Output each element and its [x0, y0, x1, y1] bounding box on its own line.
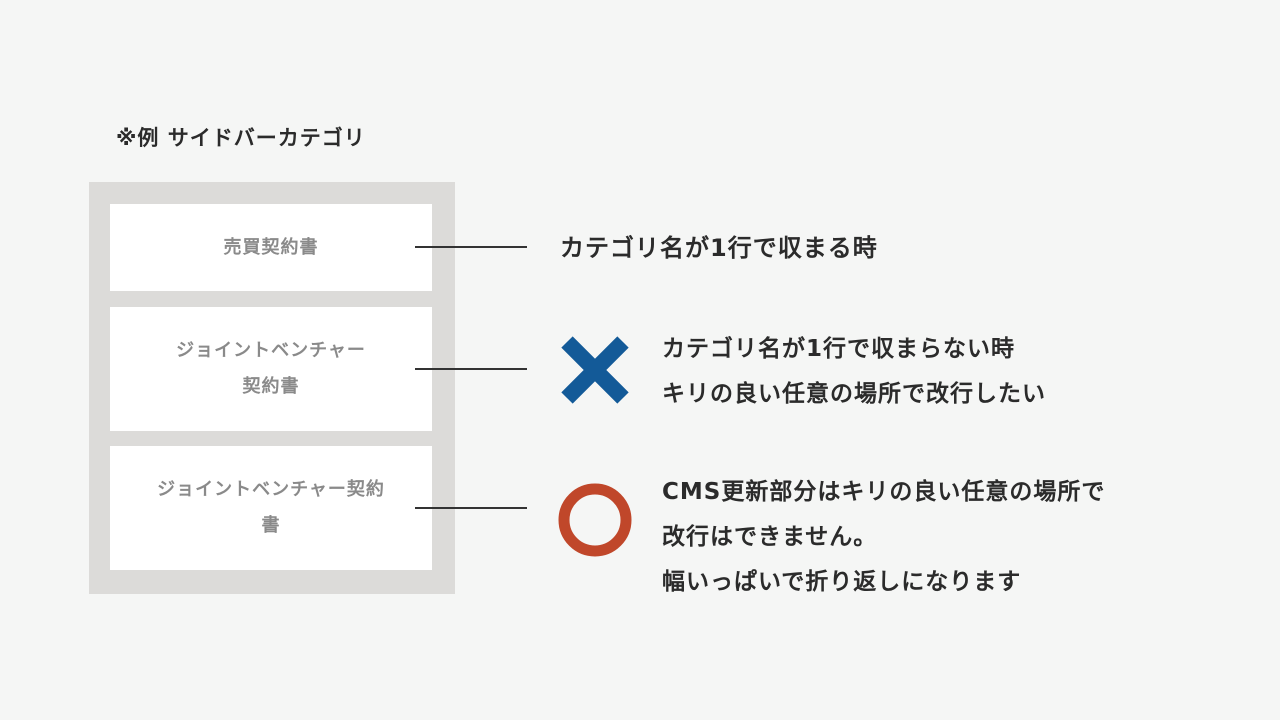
cross-icon-stroke [561, 336, 629, 404]
sidebar-category-panel: 売買契約書 ジョイントベンチャー 契約書 ジョイントベンチャー契約 書 [89, 182, 455, 594]
annotation-text: CMS更新部分はキリの良い任意の場所で [662, 479, 1106, 505]
annotation-not-fit: カテゴリ名が1行で収まらない時 キリの良い任意の場所で改行したい [662, 327, 1046, 417]
connector-line [415, 507, 527, 509]
circle-icon-ring [558, 483, 632, 557]
connector-line [415, 246, 527, 248]
category-label-line: 契約書 [242, 376, 300, 397]
cross-icon [561, 336, 629, 404]
sidebar-category-item[interactable]: ジョイントベンチャー 契約書 [110, 307, 432, 431]
example-caption: ※例 サイドバーカテゴリ [116, 126, 366, 150]
annotation-text: 改行はできません。 [662, 524, 878, 550]
category-label-line: 書 [261, 515, 281, 536]
annotation-cms-note: CMS更新部分はキリの良い任意の場所で 改行はできません。 幅いっぱいで折り返し… [662, 470, 1105, 605]
category-label-line: ジョイントベンチャー [176, 340, 366, 361]
category-label-line: 売買契約書 [223, 236, 319, 258]
category-label-line: ジョイントベンチャー契約 [157, 479, 385, 500]
sidebar-category-item[interactable]: ジョイントベンチャー契約 書 [110, 446, 432, 570]
circle-icon [558, 483, 632, 557]
annotation-text: キリの良い任意の場所で改行したい [662, 381, 1046, 407]
annotation-text: 幅いっぱいで折り返しになります [662, 569, 1022, 595]
connector-line [415, 368, 527, 370]
annotation-text: カテゴリ名が1行で収まらない時 [662, 336, 1016, 362]
annotation-fits-one-line: カテゴリ名が1行で収まる時 [560, 228, 878, 268]
sidebar-category-item[interactable]: 売買契約書 [110, 204, 432, 291]
annotation-text: カテゴリ名が1行で収まる時 [560, 234, 878, 262]
